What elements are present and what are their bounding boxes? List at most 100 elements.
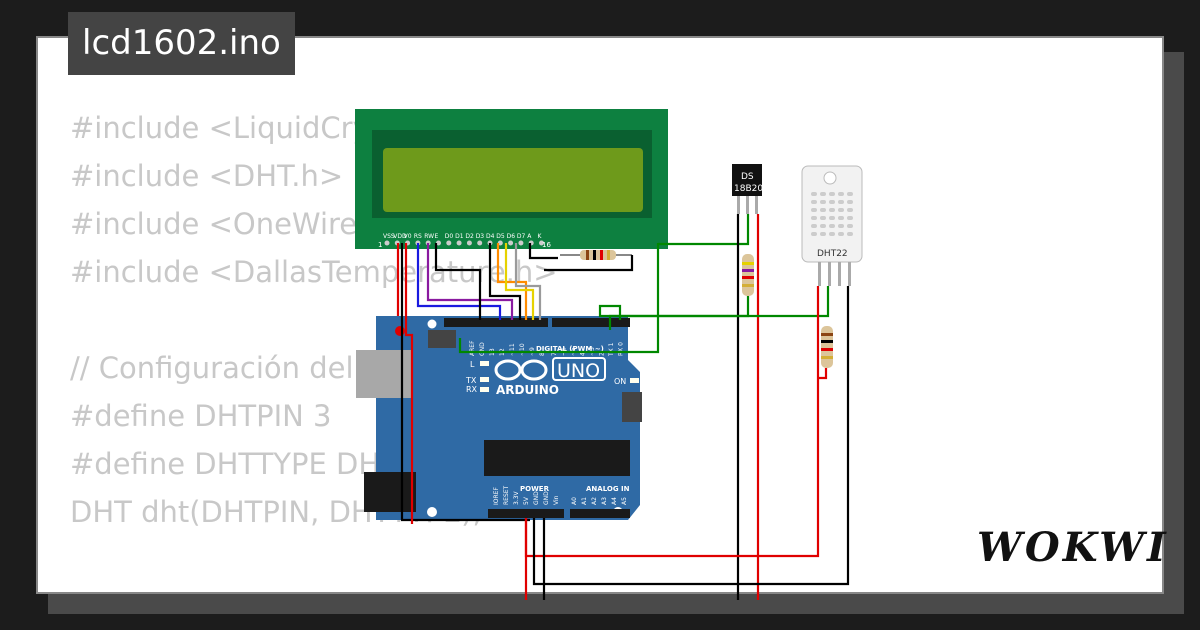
lcd-pin[interactable] [456, 240, 462, 246]
wokwi-logo: WOKWI [977, 524, 1169, 571]
ds18b20-resistor[interactable] [742, 254, 754, 296]
lcd-pin-label: D7 [517, 233, 526, 240]
wire-dht-data [608, 286, 830, 330]
wire-vdd [404, 243, 414, 524]
rx-label: RX [466, 385, 478, 394]
dht22-vent [838, 192, 844, 196]
lcd-pin-label: RS [414, 233, 422, 240]
dht22-vent [811, 208, 817, 212]
wire-a [528, 243, 558, 260]
dht22-sensor[interactable]: DHT22 [801, 165, 863, 286]
wire-rs [416, 243, 502, 320]
lcd-pin-label: D0 [445, 233, 454, 240]
icsp-header [428, 330, 456, 348]
digital-label: DIGITAL (PWM ~) [536, 345, 604, 353]
tx-label: TX [465, 376, 477, 385]
dht22-vent [820, 216, 826, 220]
lcd-pin-label: V0 [404, 233, 412, 240]
digital-pin-label: 2 [599, 352, 606, 356]
dht22-vent [847, 192, 853, 196]
dht22-vent [829, 192, 835, 196]
lcd-pin[interactable] [466, 240, 472, 246]
digital-pin-label: 4 [580, 352, 587, 356]
arduino-logo-text: ARDUINO [496, 383, 559, 397]
digital-header-1 [444, 318, 548, 327]
lcd-pin[interactable] [539, 240, 544, 246]
dht22-vent [847, 208, 853, 212]
wire-ds-pin [598, 296, 750, 320]
lcd-pin[interactable] [508, 240, 514, 246]
power-pin-label: IOREF [493, 487, 500, 505]
dht22-vent [829, 232, 835, 236]
analog-pin-label: A5 [621, 497, 628, 505]
ds18b20-body [732, 164, 762, 196]
analog-label: ANALOG IN [586, 485, 630, 493]
lcd-pin[interactable] [477, 240, 483, 246]
power-jack [364, 472, 416, 512]
digital-pin-label: AREF [469, 340, 476, 356]
lcd-pin[interactable] [446, 240, 452, 246]
wire-ds-data [658, 214, 750, 246]
ds18b20-sensor[interactable]: DS 18B20 [732, 164, 763, 214]
lcd-pin-label: D4 [486, 233, 495, 240]
wire-gnd-lcd [400, 243, 530, 522]
wire-rw [434, 243, 482, 320]
wire-d7 [514, 243, 542, 320]
lcd-pin[interactable] [436, 240, 441, 246]
lcd-pin-label: RW [424, 233, 434, 240]
dht22-vent [838, 224, 844, 228]
analog-pin-label: A1 [581, 497, 588, 505]
wire-green-lcd [458, 243, 660, 354]
code-line: #include <DallasTemperature.h> [70, 255, 558, 289]
on-label: ON [614, 377, 626, 386]
analog-pin-label: A4 [611, 497, 618, 505]
dht22-vent [820, 208, 826, 212]
dht22-vent [829, 200, 835, 204]
lcd-pin-label: VSS [383, 233, 395, 240]
dht22-resistor[interactable] [821, 326, 833, 368]
analog-pin-label: A0 [571, 497, 578, 505]
digital-pin-label: RX 0 [618, 342, 625, 356]
usb-port [356, 350, 412, 398]
atmega-chip [484, 440, 630, 476]
mount-hole-1 [426, 318, 438, 330]
power-pin-label: GND [533, 491, 540, 505]
dht22-vent [838, 208, 844, 212]
on-led [630, 378, 639, 383]
digital-pin-label: ~10 [519, 343, 526, 356]
power-pin-label: Vin [553, 495, 560, 505]
dht22-vent [811, 224, 817, 228]
dht22-vent [811, 216, 817, 220]
dht22-vent [829, 208, 835, 212]
digital-pin-label: GND [479, 342, 486, 356]
analog-pin-label: A2 [591, 497, 598, 505]
lcd-pin-label: D2 [465, 233, 474, 240]
lcd-pin-label: D1 [455, 233, 464, 240]
power-pin-label: GND [543, 491, 550, 505]
lcd-resistor[interactable] [560, 250, 632, 260]
ds18b20-label-2: 18B20 [734, 184, 763, 194]
lcd-screen [383, 148, 643, 212]
digital-pin-label: 8 [539, 352, 546, 356]
dht22-label: DHT22 [817, 249, 848, 259]
code-line: #include <DHT.h> [70, 159, 344, 193]
dht22-vent [820, 224, 826, 228]
wire-d6 [504, 243, 535, 320]
rx-led [480, 387, 489, 392]
power-pin-label: 5V [523, 496, 530, 505]
power-label: POWER [520, 485, 550, 493]
dht22-vent [820, 192, 826, 196]
analog-pin-label: A3 [601, 497, 608, 505]
wire-k [544, 255, 634, 272]
lcd-pin-label: VDD [393, 233, 407, 240]
arduino-logo-icon [494, 359, 548, 381]
lcd-pin[interactable] [518, 240, 524, 246]
lcd-pin[interactable] [384, 240, 390, 246]
digital-pin-label: ~11 [509, 343, 516, 356]
digital-pin-label: 7 [551, 352, 558, 356]
dht22-vent [820, 200, 826, 204]
